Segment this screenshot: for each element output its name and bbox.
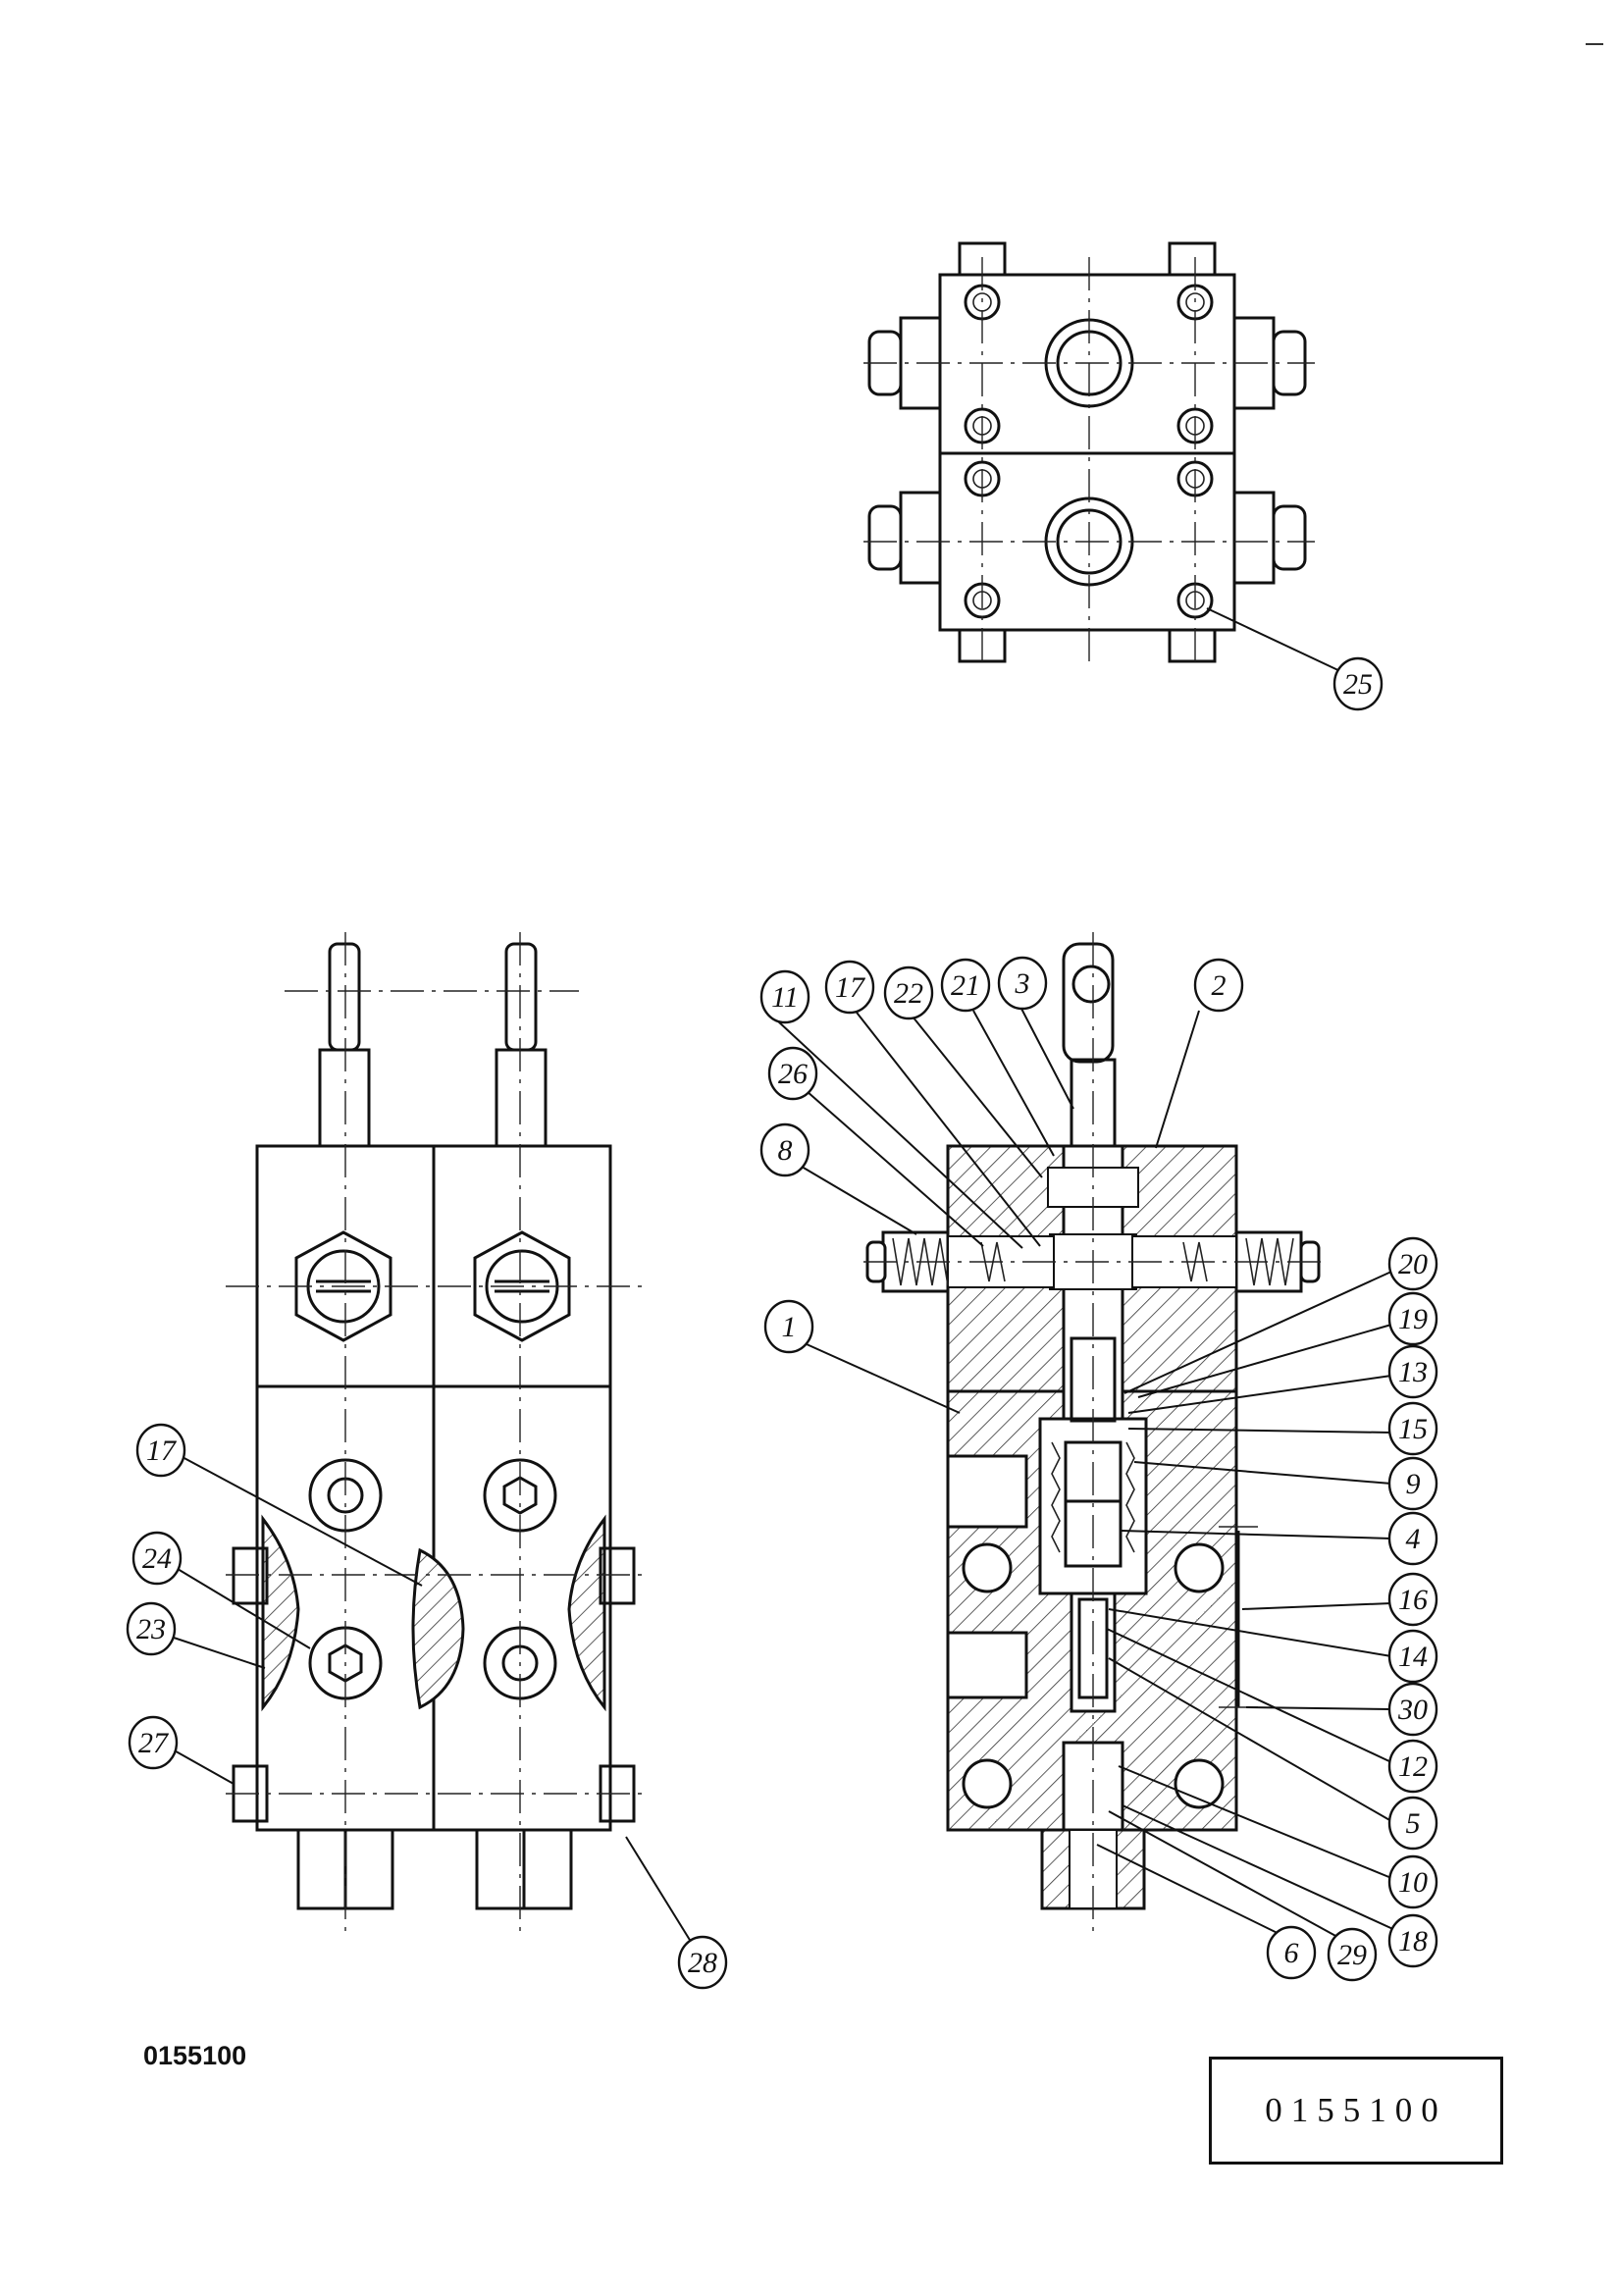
svg-text:4: 4 xyxy=(1406,1523,1421,1555)
valve-stem xyxy=(504,942,538,1052)
balloon-10: 10 xyxy=(1387,1854,1438,1909)
svg-text:23: 23 xyxy=(136,1613,166,1645)
svg-text:12: 12 xyxy=(1398,1750,1428,1783)
balloon-22: 22 xyxy=(883,965,934,1020)
svg-text:25: 25 xyxy=(1343,668,1373,701)
svg-text:8: 8 xyxy=(778,1134,793,1167)
side-nut-cap xyxy=(867,504,903,571)
balloon-12: 12 xyxy=(1387,1739,1438,1794)
svg-text:19: 19 xyxy=(1398,1303,1428,1335)
balloon-24: 24 xyxy=(131,1531,183,1586)
svg-text:5: 5 xyxy=(1406,1807,1421,1840)
housing-bore xyxy=(962,1758,1013,1809)
housing-bore xyxy=(962,1542,1013,1593)
balloon-20: 20 xyxy=(1387,1236,1438,1291)
side-body-upper-right xyxy=(432,1144,612,1388)
top-valve-body-upper xyxy=(938,273,1236,455)
hex-plug xyxy=(294,1230,392,1342)
side-nut xyxy=(1230,491,1276,585)
balloon-19: 19 xyxy=(1387,1291,1438,1346)
svg-text:29: 29 xyxy=(1337,1939,1367,1971)
housing-bore xyxy=(1174,1758,1225,1809)
svg-text:6: 6 xyxy=(1284,1937,1299,1969)
balloon-29: 29 xyxy=(1327,1927,1378,1982)
svg-text:20: 20 xyxy=(1398,1248,1428,1280)
section-cutout xyxy=(411,1547,465,1710)
clevis xyxy=(1062,942,1115,1064)
svg-text:14: 14 xyxy=(1398,1641,1428,1673)
svg-text:27: 27 xyxy=(138,1727,170,1759)
valve-stem-body xyxy=(495,1048,548,1150)
section-view xyxy=(776,932,1398,1944)
balloon-5: 5 xyxy=(1387,1796,1438,1851)
top-bolt-head xyxy=(1168,626,1217,663)
balloon-3: 3 xyxy=(997,956,1048,1011)
svg-text:11: 11 xyxy=(771,981,799,1014)
top-view xyxy=(863,241,1343,673)
balloon-2: 2 xyxy=(1193,958,1244,1013)
svg-text:30: 30 xyxy=(1397,1694,1428,1726)
drawing-number-label: 0155100 xyxy=(143,2041,247,2070)
balloons: 25 17 24 23 27 28 8 26 11 17 22 21 3 2 1… xyxy=(126,656,1438,1990)
corner-mark xyxy=(1586,43,1603,45)
balloon-30: 30 xyxy=(1387,1682,1438,1737)
balloon-28: 28 xyxy=(677,1935,728,1990)
balloon-13: 13 xyxy=(1387,1344,1438,1399)
section-cutout xyxy=(567,1514,606,1712)
svg-text:16: 16 xyxy=(1398,1584,1428,1616)
hex-plug xyxy=(473,1230,571,1342)
balloon-16: 16 xyxy=(1387,1572,1438,1627)
balloon-27: 27 xyxy=(128,1715,179,1770)
svg-text:10: 10 xyxy=(1398,1866,1428,1899)
side-nut-cap xyxy=(1272,504,1307,571)
balloon-4: 4 xyxy=(1387,1511,1438,1566)
title-block-number: 0155100 xyxy=(1265,2091,1447,2129)
svg-text:24: 24 xyxy=(142,1542,172,1575)
balloon-26: 26 xyxy=(767,1046,818,1101)
top-bolt-head xyxy=(1168,241,1217,279)
svg-text:28: 28 xyxy=(688,1947,717,1979)
svg-text:17: 17 xyxy=(146,1435,178,1467)
balloon-11: 11 xyxy=(759,969,810,1024)
title-block: 0155100 xyxy=(1209,2057,1503,2165)
balloon-18: 18 xyxy=(1387,1913,1438,1968)
side-bolt xyxy=(599,1546,636,1605)
housing-port xyxy=(946,1631,1028,1699)
balloon-1: 1 xyxy=(763,1299,814,1354)
balloon-23: 23 xyxy=(126,1601,177,1656)
balloon-9: 9 xyxy=(1387,1456,1438,1511)
balloon-15: 15 xyxy=(1387,1401,1438,1456)
svg-text:9: 9 xyxy=(1406,1468,1421,1500)
valve-stem xyxy=(328,942,361,1052)
svg-text:15: 15 xyxy=(1398,1413,1428,1445)
balloon-side-17: 17 xyxy=(135,1423,186,1478)
balloon-section-17: 17 xyxy=(824,960,875,1015)
side-view xyxy=(164,932,694,1946)
side-nut xyxy=(899,491,944,585)
svg-text:1: 1 xyxy=(782,1311,797,1343)
svg-text:18: 18 xyxy=(1398,1925,1428,1957)
svg-text:3: 3 xyxy=(1015,967,1030,1000)
side-bolt xyxy=(232,1546,269,1605)
housing-bore xyxy=(1174,1542,1225,1593)
svg-text:13: 13 xyxy=(1398,1356,1428,1388)
svg-text:22: 22 xyxy=(894,977,923,1010)
section-cutout xyxy=(261,1514,300,1712)
svg-text:2: 2 xyxy=(1212,969,1227,1002)
housing-port xyxy=(946,1454,1028,1529)
balloon-8: 8 xyxy=(759,1122,810,1177)
svg-text:21: 21 xyxy=(951,969,980,1002)
svg-text:17: 17 xyxy=(835,971,866,1004)
valve-stem-body xyxy=(318,1048,371,1150)
balloon-14: 14 xyxy=(1387,1629,1438,1684)
balloon-25: 25 xyxy=(1332,656,1384,711)
balloon-21: 21 xyxy=(940,958,991,1013)
svg-text:26: 26 xyxy=(778,1058,808,1090)
balloon-6: 6 xyxy=(1266,1925,1317,1980)
